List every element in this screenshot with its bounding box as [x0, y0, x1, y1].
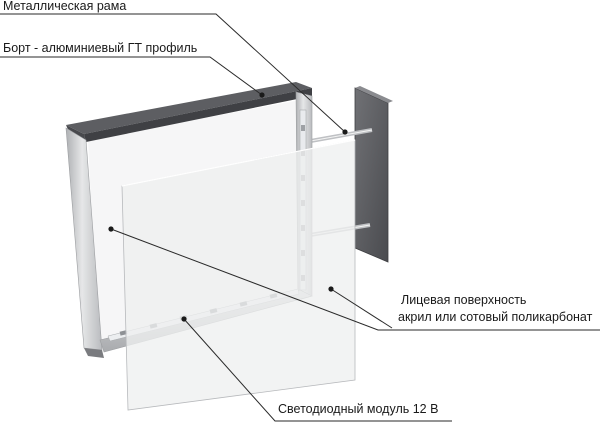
label-led-module: Светодиодный модуль 12 В: [278, 402, 438, 416]
label-face-surface-line2: акрил или сотовый поликарбонат: [398, 310, 593, 324]
label-face-surface-line1: Лицевая поверхность: [401, 293, 526, 307]
label-side-profile: Борт - алюминиевый ГТ профиль: [3, 41, 197, 55]
label-metal-frame: Металлическая рама: [3, 0, 126, 13]
back-metal-plate: [355, 86, 393, 262]
acrylic-face-panel: [122, 140, 355, 410]
